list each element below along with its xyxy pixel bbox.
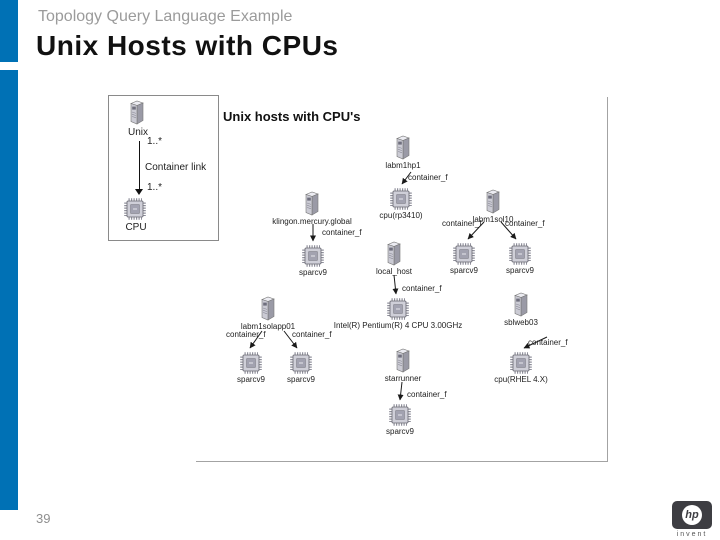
page-number: 39: [36, 511, 51, 526]
server-icon: [393, 348, 413, 374]
host-node-labm1solapp01[interactable]: labm1solapp01: [241, 296, 295, 331]
hp-logo-circle: hp: [682, 505, 702, 525]
cpu-icon: [387, 402, 413, 428]
edge-label: container_f: [408, 173, 448, 182]
edge-label: container_f: [292, 330, 332, 339]
accent-block: [0, 0, 18, 62]
map-title: Unix hosts with CPU's: [223, 109, 361, 124]
cpu-node-cpu_klingon[interactable]: sparcv9: [298, 243, 328, 277]
node-label: labm1sol10: [472, 215, 514, 224]
slide-eyebrow: Topology Query Language Example: [38, 8, 293, 25]
node-label: Intel(R) Pentium(R) 4 CPU 3.00GHz: [333, 321, 463, 330]
hp-logo-tagline: invent: [676, 531, 708, 538]
edge-label: container_f: [226, 330, 266, 339]
server-icon: [302, 191, 322, 217]
cpu-node-cpu_solapp_b[interactable]: sparcv9: [286, 350, 316, 384]
cpu-node-cpu_rp3410[interactable]: cpu(rp3410): [379, 186, 423, 220]
node-label: sparcv9: [505, 266, 535, 275]
host-node-local_host[interactable]: local_host: [376, 241, 412, 276]
edge-label: container_f: [528, 338, 568, 347]
cpu-node-cpu_sol10_b[interactable]: sparcv9: [505, 241, 535, 275]
tql-query-panel: Unix 1..* Container link 1..* CPU: [108, 95, 219, 241]
node-label: labm1hp1: [385, 161, 421, 170]
hp-logo-text: hp: [685, 508, 699, 521]
cpu-icon: [508, 350, 534, 376]
cpu-icon: [300, 243, 326, 269]
server-icon: [258, 296, 278, 322]
page-title: Unix Hosts with CPUs: [36, 30, 339, 61]
cpu-icon: [451, 241, 477, 267]
unix-node-label: Unix: [127, 127, 149, 138]
node-label: sparcv9: [449, 266, 479, 275]
container-link-line: [139, 141, 140, 190]
node-label: sblweb03: [504, 318, 538, 327]
container-link-label: Container link: [145, 162, 207, 173]
node-label: local_host: [375, 267, 413, 276]
cpu-icon: [288, 350, 314, 376]
cpu-icon: [238, 350, 264, 376]
edge-label: container_f: [322, 228, 362, 237]
cpu-node-label: CPU: [125, 222, 147, 233]
node-label: cpu(RHEL 4.X): [494, 375, 548, 384]
accent-bar: [0, 70, 18, 510]
cpu-icon: [385, 296, 411, 322]
node-label: sparcv9: [236, 375, 266, 384]
cpu-node-cpu_sblweb[interactable]: cpu(RHEL 4.X): [494, 350, 548, 384]
node-label: sparcv9: [385, 427, 415, 436]
node-label: starrunner: [384, 374, 422, 383]
multiplicity-bottom-label: 1..*: [147, 182, 163, 193]
node-label: cpu(rp3410): [379, 211, 423, 220]
node-label: sparcv9: [286, 375, 316, 384]
container-link-arrowhead-icon: [135, 189, 143, 195]
cpu-icon: [388, 186, 414, 212]
host-node-sblweb03[interactable]: sblweb03: [504, 292, 538, 327]
hp-logo-icon: hp: [672, 501, 712, 529]
node-label: klingon.mercury.global: [272, 217, 352, 226]
server-icon: [511, 292, 531, 318]
node-label: labm1solapp01: [240, 322, 296, 331]
host-node-labm1sol10[interactable]: labm1sol10: [473, 189, 513, 224]
cpu-node-cpu_solapp_a[interactable]: sparcv9: [236, 350, 266, 384]
edge-label: container_f: [505, 219, 545, 228]
node-label: sparcv9: [298, 268, 328, 277]
host-node-labm1hp1[interactable]: labm1hp1: [385, 135, 421, 170]
edge-label: container_f: [442, 219, 482, 228]
server-icon: [384, 241, 404, 267]
edge-label: container_f: [402, 284, 442, 293]
server-icon: [483, 189, 503, 215]
cpu-node-cpu_localhost[interactable]: Intel(R) Pentium(R) 4 CPU 3.00GHz: [334, 296, 462, 330]
server-icon: [393, 135, 413, 161]
multiplicity-top-label: 1..*: [147, 136, 163, 147]
host-node-klingon[interactable]: klingon.mercury.global: [272, 191, 352, 226]
host-node-starrunner[interactable]: starrunner: [385, 348, 421, 383]
cpu-node-cpu_starrunner[interactable]: sparcv9: [385, 402, 415, 436]
cpu-node-cpu_sol10_a[interactable]: sparcv9: [449, 241, 479, 275]
cpu-icon: [507, 241, 533, 267]
edge-label: container_f: [407, 390, 447, 399]
